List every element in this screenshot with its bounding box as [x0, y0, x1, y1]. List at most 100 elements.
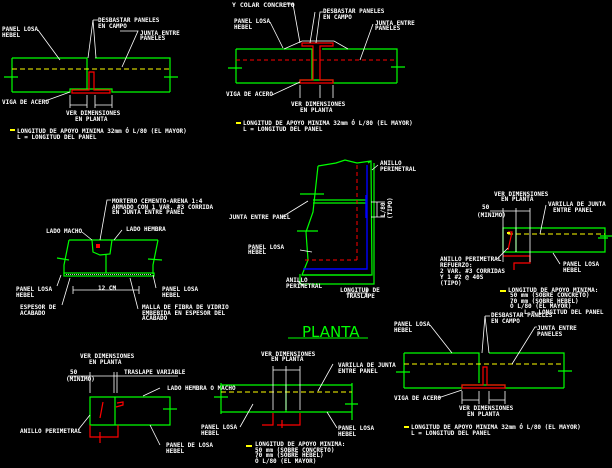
break-line	[56, 257, 163, 261]
leader-lines	[281, 200, 313, 253]
label-anillo-3: 2 VAR. #3 CORRIDAS	[440, 268, 505, 275]
label-mortero-3: EN JUNTA ENTRE PANEL	[112, 209, 185, 216]
label-lado-hembra: LADO HEMBRA	[126, 226, 166, 233]
detail-steel-beam-support-3: DESBASTAR PANELES EN CAMPO PANEL LOSA HE…	[394, 312, 581, 437]
leader-lines	[81, 199, 123, 241]
label-min: (MINIMO)	[66, 376, 95, 383]
leader-lines	[77, 387, 161, 446]
label-panel-losa-left-2: HEBEL	[16, 292, 34, 299]
label-panel-losa-2: HEBEL	[2, 32, 20, 39]
break-line	[214, 396, 358, 405]
note-2: 50 mm (SOBRE CONCRETO)	[255, 447, 334, 454]
label-junta: JUNTA ENTRE	[537, 325, 577, 332]
label-ver-dim: VER DIMENSIONES	[459, 405, 514, 412]
dimension-l80	[371, 201, 385, 218]
label-min: (MINIMO)	[477, 212, 506, 219]
ring-rebar	[99, 401, 124, 419]
label-junta: JUNTA ENTRE	[140, 30, 180, 37]
detail-steel-beam-support-2: Y COLAR CONCRETO DESBASTAR PANELES EN CA…	[226, 1, 415, 133]
panel-outline	[403, 352, 565, 389]
ring-rebar	[262, 413, 301, 428]
bearing-marker	[507, 232, 510, 234]
label-ver-dim-2: EN PLANTA	[89, 359, 122, 366]
label-anillo-bottom: ANILLO	[286, 277, 308, 284]
dimension-lines	[490, 204, 561, 265]
legend-marker	[236, 122, 241, 124]
label-l80: L/80	[380, 202, 387, 217]
detail-panel-edge-ring: VER DIMENSIONES EN PLANTA 50 (MINIMO) VA…	[440, 191, 612, 316]
label-mortero-2: ARMADO CON 1 VAR. #3 CORRIDA	[112, 204, 214, 211]
label-ver-dim-2: EN PLANTA	[75, 116, 108, 123]
label-junta: JUNTA ENTRE PANEL	[229, 214, 291, 221]
dimension-lines	[239, 363, 338, 429]
label-desbastar-2: EN CAMPO	[323, 14, 352, 21]
steel-beam	[71, 71, 111, 94]
legend-marker	[500, 290, 506, 292]
label-tipo: (TIPO)	[387, 197, 394, 219]
break-line	[598, 235, 612, 239]
steel-beam	[299, 42, 334, 84]
perimeter-ring	[303, 165, 368, 270]
label-anillo-bottom-2: PERIMETRAL	[286, 283, 323, 290]
label-junta: JUNTA ENTRE	[375, 20, 415, 27]
label-malla-3: ACABADO	[142, 315, 168, 322]
label-traslape: TRASLAPE VARIABLE	[124, 369, 186, 376]
note-4: Ó L/80 (EL MAYOR)	[255, 458, 316, 465]
label-panel-losa: PANEL LOSA	[234, 18, 271, 25]
label-anillo: ANILLO PERIMETRAL	[20, 428, 82, 435]
break-line	[396, 370, 572, 373]
dimension-lines	[68, 372, 178, 393]
label-ver-dim: VER DIMENSIONES	[66, 110, 121, 117]
note-1: LONGITUD DE APOYO MINIMA:	[508, 287, 598, 294]
leader-desbastar	[87, 19, 98, 59]
label-panel-right-2: HEBEL	[338, 431, 356, 438]
ring-outline	[299, 160, 375, 285]
label-panel: PANEL DE LOSA	[166, 442, 213, 449]
note-3: 70 mm (SOBRE HEBEL)	[510, 298, 579, 305]
label-ver-dim-2: EN PLANTA	[467, 411, 500, 418]
label-malla: MALLA DE FIBRA DE VIDRIO	[142, 304, 229, 311]
detail-steel-beam-support-1: DESBASTAR PANELES EN CAMPO PANEL LOSA HE…	[2, 17, 187, 141]
label-panel-left-2: HEBEL	[201, 430, 219, 437]
label-lado-macho: LADO MACHO	[46, 228, 83, 235]
label-panel-losa: PANEL LOSA	[2, 26, 39, 33]
label-junta-2: PANELES	[140, 35, 166, 42]
label-traslape: LONGITUD DE	[340, 287, 380, 294]
label-panel-losa: PANEL LOSA	[563, 261, 600, 268]
label-ver-dim-2: EN PLANTA	[300, 107, 333, 114]
label-varilla-2: ENTRE PANEL	[338, 368, 378, 375]
label-panel-losa-left: PANEL LOSA	[16, 286, 53, 293]
leader-lines	[286, 3, 323, 44]
label-varilla-2: ENTRE PANEL	[553, 207, 593, 214]
label-anillo-5: (TIPO)	[440, 280, 462, 287]
break-line	[228, 66, 405, 69]
note-4: Ó L/80 (EL MAYOR)	[510, 303, 571, 310]
label-junta-2: PANELES	[375, 25, 401, 32]
ring-section	[89, 425, 119, 443]
label-panel-losa-2: HEBEL	[248, 249, 266, 256]
note-1: LONGITUD DE APOYO MINIMA 32mm Ó L/80 (EL…	[411, 424, 581, 431]
label-panel-right: PANEL LOSA	[338, 425, 375, 432]
leader-lines	[37, 29, 139, 68]
label-traslape-2: TRASLAPE	[346, 293, 375, 300]
label-anillo-4: Y 1 #2 @ 40S	[440, 274, 484, 281]
label-panel-losa-2: HEBEL	[234, 24, 252, 31]
leader-lines-2	[61, 277, 139, 310]
note-2: L = LONGITUD DEL PANEL	[411, 430, 491, 437]
note-2: 50 mm (SOBRE CONCRETO)	[510, 292, 589, 299]
panel-outline	[63, 239, 159, 274]
dimension-traslape	[296, 164, 379, 297]
label-panel-left: PANEL LOSA	[201, 424, 238, 431]
panel-outline	[301, 159, 373, 276]
legend-marker	[246, 445, 252, 447]
detail-panel-joint: MORTERO CEMENTO-ARENA 1:4 ARMADO CON 1 V…	[16, 198, 229, 322]
detail-panel-joint-plan: VER DIMENSIONES EN PLANTA VARILLA DE JUN…	[201, 351, 396, 465]
label-colar: Y COLAR CONCRETO	[232, 1, 295, 9]
panel-outline	[89, 396, 171, 426]
panel-outline	[11, 57, 171, 93]
note-3: 70 mm (SOBRE HEBEL)	[255, 452, 324, 459]
leader-lines	[429, 324, 537, 399]
label-desbastar-2: EN CAMPO	[98, 23, 127, 30]
concrete-cap	[283, 40, 349, 50]
